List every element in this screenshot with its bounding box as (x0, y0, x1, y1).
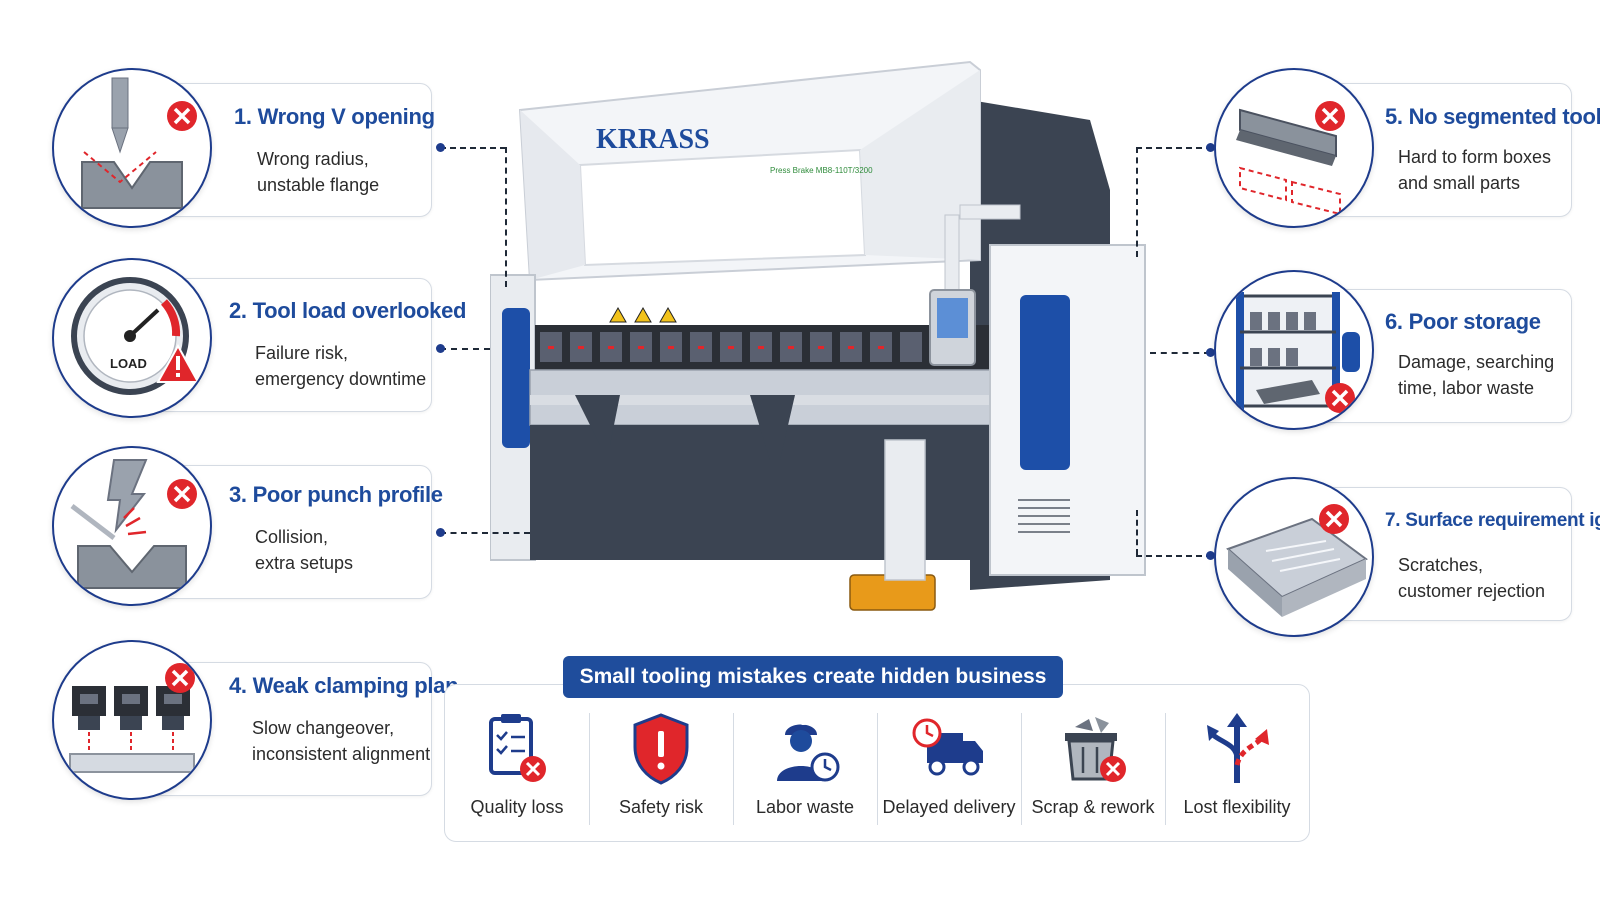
scratched-sheet-icon (1214, 477, 1374, 637)
clamp-icon (52, 640, 212, 800)
connector-dot-5 (1206, 143, 1215, 152)
connector-dot-1 (436, 143, 445, 152)
cost-label: Quality loss (470, 797, 564, 817)
connector-1-drop (505, 147, 507, 287)
issue-title-5: 5. No segmented tooling (1385, 104, 1600, 129)
tool-rack-icon (1214, 270, 1374, 430)
cost-scrap-rework: Scrap & rework (1021, 685, 1165, 841)
press-brake-illustration: KRRASS Press Brake MB8-110T/3200 (490, 60, 1146, 611)
connector-1 (440, 147, 506, 149)
divider (877, 713, 878, 825)
worker-clock-icon (777, 724, 840, 782)
divider (1165, 713, 1166, 825)
cost-lost-flexibility: Lost flexibility (1165, 685, 1309, 841)
connector-6 (1150, 352, 1210, 354)
connector-2 (440, 348, 490, 350)
issue-desc-4: Slow changeover,inconsistent alignment (252, 718, 431, 764)
cost-label: Scrap & rework (1031, 797, 1155, 817)
cost-label: Labor waste (755, 797, 855, 817)
divider (733, 713, 734, 825)
issue-title-7: 7. Surface requirement ignored (1385, 510, 1600, 531)
connector-dot-7 (1206, 551, 1215, 560)
shield-alert-icon (633, 713, 689, 785)
connector-5 (1136, 147, 1212, 149)
issue-desc-3: Collision,extra setups (255, 527, 354, 573)
issue-title-3: 3. Poor punch profile (229, 482, 443, 507)
cost-delayed-delivery: Delayed delivery (877, 685, 1021, 841)
issue-title-6: 6. Poor storage (1385, 309, 1541, 334)
divider (1021, 713, 1022, 825)
load-gauge-icon: LOAD (52, 258, 212, 418)
truck-clock-icon (912, 718, 983, 776)
issue-title-1: 1. Wrong V opening (234, 104, 435, 129)
connector-dot-3 (436, 528, 445, 537)
cost-quality-loss: Quality loss (445, 685, 589, 841)
branch-arrows-icon (1207, 713, 1269, 783)
cost-safety-risk: Safety risk (589, 685, 733, 841)
hidden-costs-panel: Quality loss Safety risk Labor waste (444, 684, 1310, 842)
divider (589, 713, 590, 825)
issue-desc-2: Failure risk,emergency downtime (255, 343, 427, 389)
hidden-costs-banner: Small tooling mistakes create hidden bus… (563, 656, 1063, 730)
connector-dot-2 (436, 344, 445, 353)
issue-title-4: 4. Weak clamping plan (229, 673, 459, 698)
brand-logo: KRRASS (596, 124, 710, 155)
segmented-tool-icon (1214, 68, 1374, 228)
svg-text:LOAD: LOAD (110, 356, 147, 371)
scrap-bin-icon (1065, 717, 1126, 782)
connector-7 (1136, 555, 1212, 557)
clipboard-x-icon (489, 714, 546, 782)
cost-label: Safety risk (618, 797, 704, 817)
issue-title-2: 2. Tool load overlooked (229, 298, 467, 323)
connector-5-drop (1136, 147, 1138, 257)
issue-desc-1: Wrong radius,unstable flange (257, 149, 380, 195)
connector-dot-6 (1206, 348, 1215, 357)
connector-7-rise (1136, 510, 1138, 555)
punch-collision-icon (52, 446, 212, 606)
model-plate: Press Brake MB8-110T/3200 (770, 166, 873, 175)
cost-label: Lost flexibility (1183, 797, 1291, 817)
cost-label: Delayed delivery (882, 797, 1016, 817)
v-die-icon (52, 68, 212, 228)
connector-3 (440, 532, 530, 534)
issue-desc-7: Scratches,customer rejection (1398, 555, 1546, 601)
cost-labor-waste: Labor waste (733, 685, 877, 841)
